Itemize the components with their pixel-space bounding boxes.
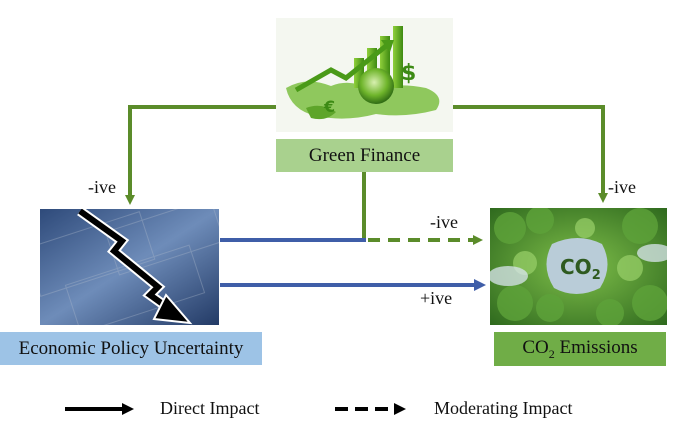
falling-money-chart-photo-icon (40, 209, 219, 325)
gf-to-epu-edge (125, 105, 276, 205)
svg-text:€: € (323, 97, 335, 116)
svg-text:$: $ (401, 61, 416, 86)
gf-to-co2-sign: -ive (608, 177, 636, 197)
co2-image: CO2 (490, 208, 667, 325)
gf-to-co2-edge (453, 105, 608, 203)
gf-to-epu-sign: -ive (88, 177, 116, 197)
epu-label: Economic Policy Uncertainty (0, 332, 262, 365)
legend-direct-label: Direct Impact (160, 398, 260, 418)
co2-badge-sub: 2 (592, 268, 601, 283)
green-finance-label-text: Green Finance (308, 144, 421, 166)
epu-image (40, 209, 219, 325)
co2-forest-photo-icon: CO2 (490, 208, 667, 325)
co2-badge-main: CO (560, 255, 592, 279)
direct-sign: +ive (420, 288, 453, 308)
svg-text:CO2: CO2 (560, 255, 601, 283)
green-finance-illustration-icon: $ € (286, 26, 440, 120)
legend-moderating-label: Moderating Impact (434, 398, 573, 418)
co2-label: CO2 Emissions (494, 332, 666, 366)
green-finance-label: Green Finance (276, 139, 453, 172)
moderating-sign: -ive (430, 212, 458, 232)
co2-label-text: CO2 Emissions (522, 336, 638, 361)
epu-label-text: Economic Policy Uncertainty (18, 337, 244, 359)
green-finance-image: $ € (276, 18, 453, 132)
